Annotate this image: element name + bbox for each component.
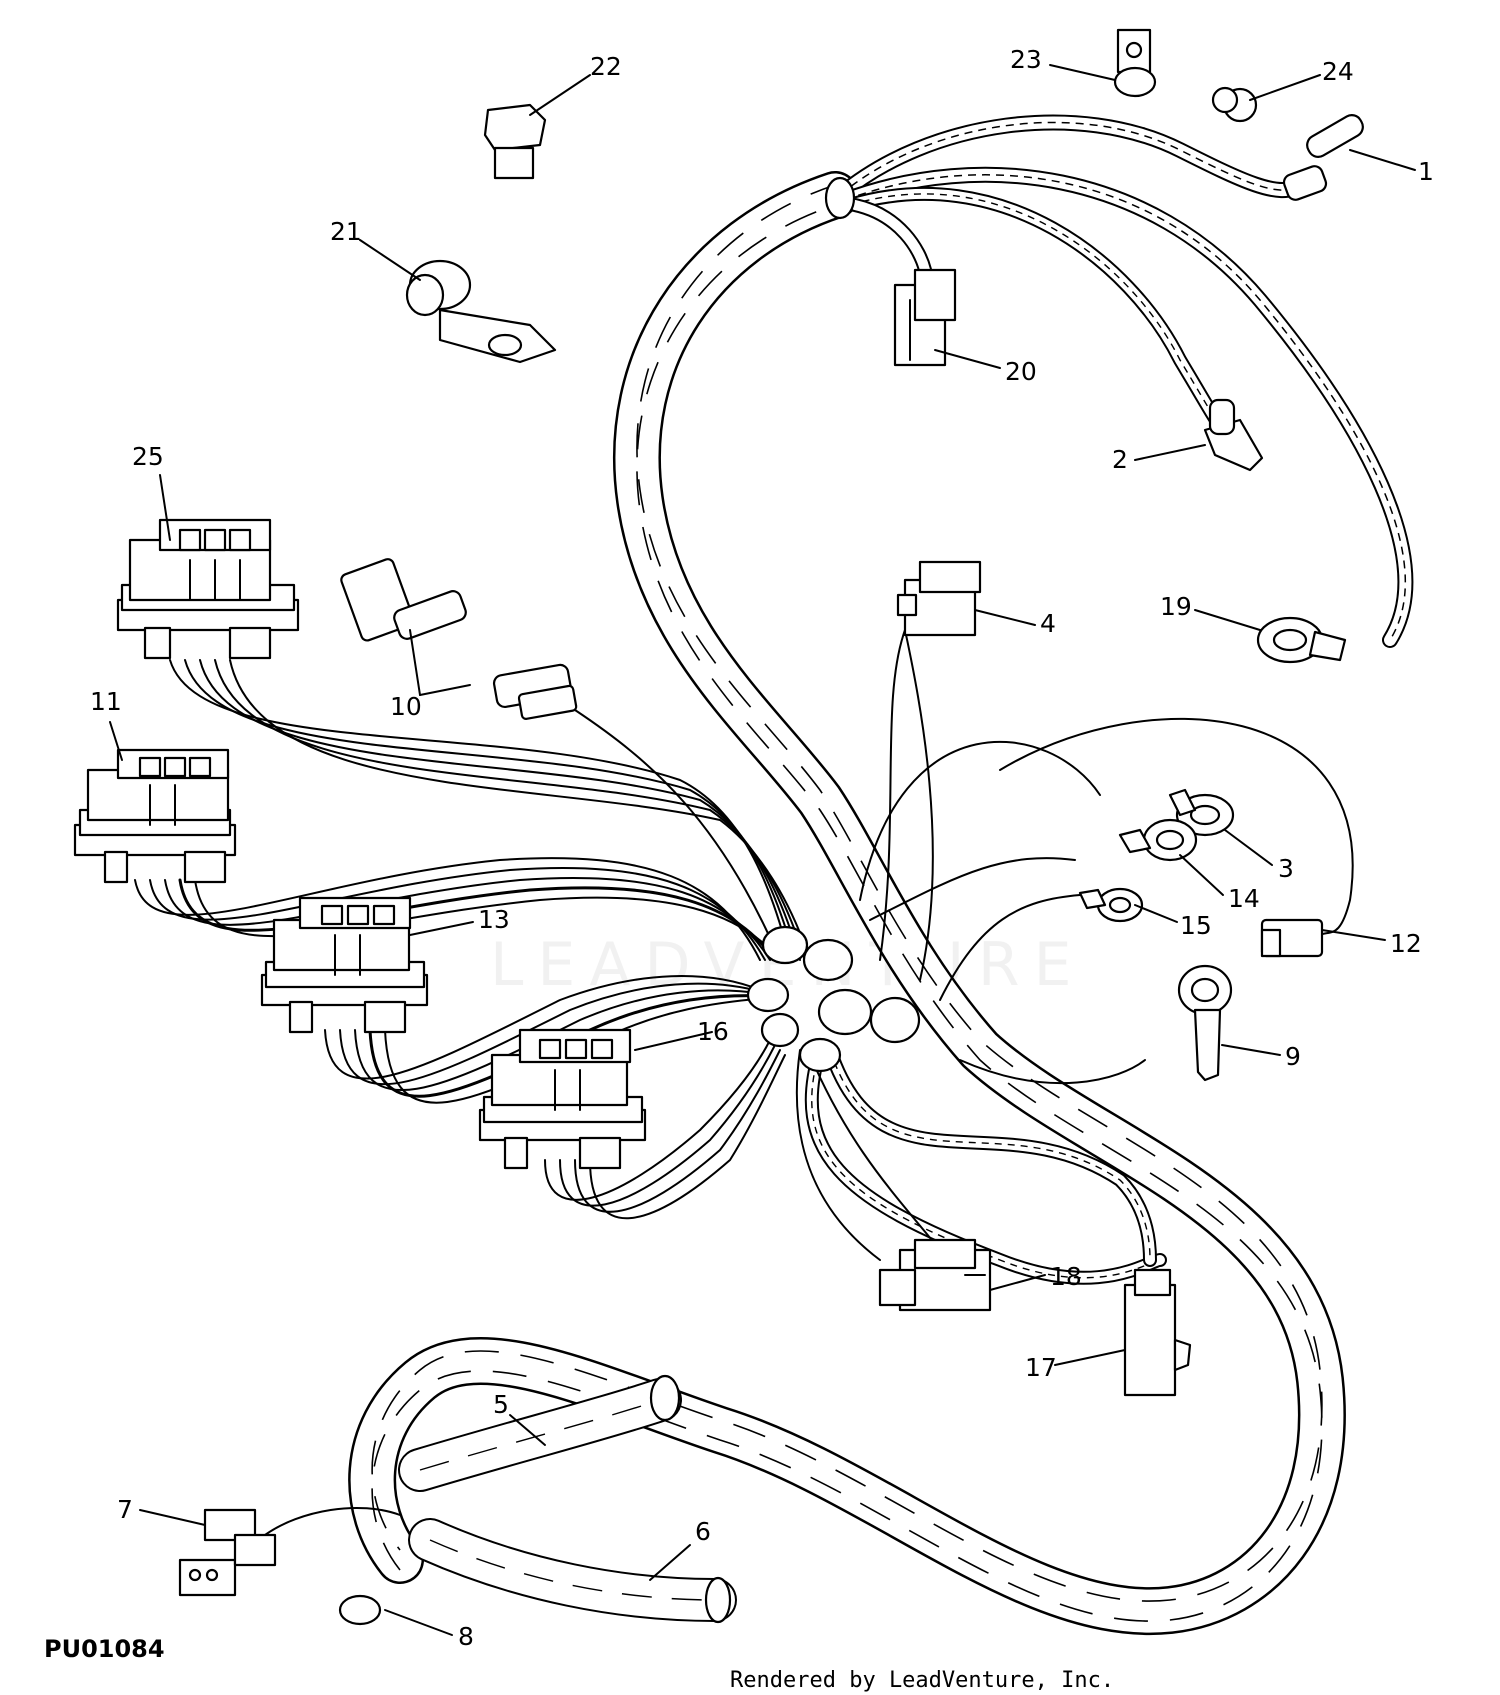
part-19-ring: [1256, 616, 1347, 664]
callout-15: 15: [1180, 911, 1212, 940]
part-14-ring: [1118, 818, 1198, 862]
callout-8: 8: [458, 1622, 474, 1651]
part-23-clip: [1113, 28, 1157, 98]
callout-11: 11: [90, 687, 122, 716]
callout-14: 14: [1228, 884, 1260, 913]
part-24-plug: [1211, 86, 1258, 123]
callout-numbers: 22 21 23 24 1 20 2 4 19 25 10 11 13 3 14…: [90, 45, 1434, 1651]
thin-wires: [134, 629, 1354, 1536]
callout-7: 7: [117, 1495, 133, 1524]
part-1-boot: [1282, 114, 1364, 201]
part-17-connector: [1123, 1268, 1192, 1397]
callout-10: 10: [390, 692, 422, 721]
part-20-connector: [893, 268, 957, 367]
part-13-relay: [260, 896, 429, 1034]
upper-braided-leads: [824, 114, 1414, 648]
callout-20: 20: [1005, 357, 1037, 386]
callout-22: 22: [590, 52, 622, 81]
leader-lines: [109, 64, 1416, 1636]
callout-5: 5: [493, 1390, 509, 1419]
part-16-relay: [478, 1028, 647, 1170]
credit-line: Rendered by LeadVenture, Inc.: [730, 1668, 1114, 1693]
callout-25: 25: [132, 442, 164, 471]
callout-6: 6: [695, 1517, 711, 1546]
part-21-clamp: [405, 259, 557, 364]
callout-23: 23: [1010, 45, 1042, 74]
part-9-ring: [1177, 964, 1233, 1082]
callout-12: 12: [1390, 929, 1422, 958]
part-18-connector: [878, 1238, 992, 1312]
callout-13: 13: [478, 905, 510, 934]
callout-19: 19: [1160, 592, 1192, 621]
part-4-connector: [896, 560, 982, 637]
part-15-ring: [1078, 887, 1144, 923]
callout-1: 1: [1418, 157, 1434, 186]
callout-2: 2: [1112, 445, 1128, 474]
main-harness: [338, 171, 1346, 1636]
part-3-ring: [1168, 788, 1235, 837]
part-10-connectors: [340, 558, 578, 720]
callout-4: 4: [1040, 609, 1056, 638]
callout-9: 9: [1285, 1042, 1301, 1071]
part-22-bolt: [483, 103, 547, 180]
callout-24: 24: [1322, 57, 1354, 86]
part-12-connector: [1260, 918, 1324, 958]
callout-18: 18: [1050, 1262, 1082, 1291]
callout-17: 17: [1025, 1353, 1057, 1382]
callout-16: 16: [697, 1017, 729, 1046]
callout-21: 21: [330, 217, 362, 246]
part-25-relay: [116, 518, 300, 660]
junction-grommets: [746, 925, 921, 1073]
part-11-relay: [73, 748, 237, 884]
callout-3: 3: [1278, 854, 1294, 883]
part-7-connector: [178, 1508, 277, 1597]
figure-id: PU01084: [44, 1635, 165, 1663]
part-2-boot: [1203, 398, 1264, 472]
